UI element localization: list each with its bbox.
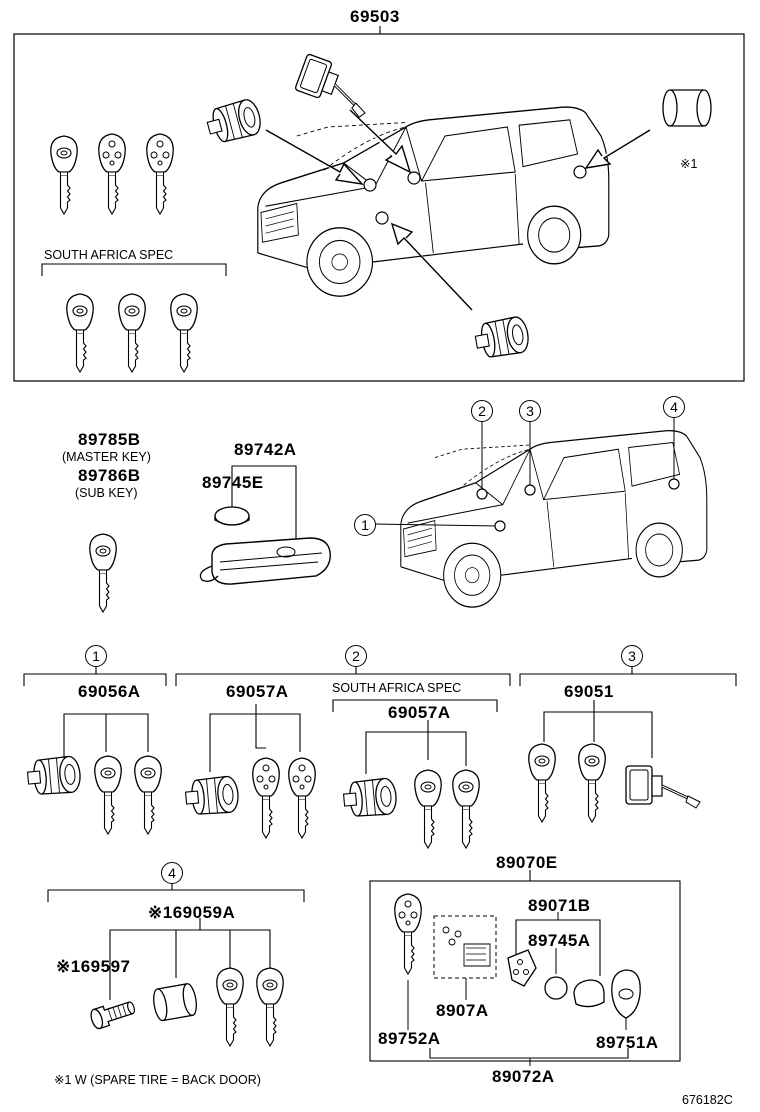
key-icon [452,769,480,849]
callout-1: 1 [354,514,376,536]
lock-cylinder-icon [472,314,532,361]
key-icon [170,293,198,373]
south-africa-spec-label: SOUTH AFRICA SPEC [44,248,174,262]
part-number-89751a: 89751A [596,1033,659,1052]
footnote: ※1 W (SPARE TIRE = BACK DOOR) [54,1073,261,1087]
part-number-89745e: 89745E [202,473,264,492]
part-number-89742a: 89742A [234,440,297,459]
key-icon [578,743,606,823]
lock-cylinder-icon [341,776,399,819]
key-icon [288,757,316,839]
master-key-label: (MASTER KEY) [62,450,151,464]
lock-cylinder-icon [25,754,83,797]
lock-cylinder-icon [183,774,241,817]
key-icon [256,967,284,1047]
part-number-89070e: 89070E [496,853,558,872]
sub-key-label: (SUB KEY) [75,486,138,500]
vehicle-suv-icon [400,429,708,608]
smart-key-fob-icon [573,979,605,1008]
part-number-69503: 69503 [350,7,400,26]
transmitter-kit-frame [369,880,681,1062]
key-icon [50,135,78,215]
group-callout-1: 1 [85,645,107,667]
part-number-89786b: 89786B [78,466,141,485]
door-latch-icon [624,764,702,810]
part-number-69056a: 69056A [78,682,141,701]
south-africa-spec-label: SOUTH AFRICA SPEC [332,681,462,695]
group-callout-3: 3 [621,645,643,667]
key-icon [216,967,244,1047]
smart-key-fob-icon [611,969,641,1019]
key-icon [94,755,122,835]
key-icon [414,769,442,849]
part-number-89785b: 89785B [78,430,141,449]
part-number-69057a-sa: 69057A [388,703,451,722]
group-callout-4: 4 [161,862,183,884]
part-number-69059a: ※169059A [148,903,236,922]
smart-key-fob-icon [199,537,331,585]
part-number-8907a: 8907A [436,1001,489,1020]
key-icon [528,743,556,823]
part-number-69597: ※169597 [56,957,131,976]
part-number-89752a: 89752A [378,1029,441,1048]
key-icon [134,755,162,835]
note-mark: ※1 [680,157,698,171]
part-number-69057a: 69057A [226,682,289,701]
key-icon [394,893,422,975]
key-icon [66,293,94,373]
part-number-89072a: 89072A [492,1067,555,1086]
key-icon [146,133,174,215]
group-callout-2: 2 [345,645,367,667]
key-icon [89,533,117,613]
smart-key-fob-icon [507,949,537,987]
part-number-89071b: 89071B [528,896,591,915]
lock-cylinder-icon [203,96,265,147]
part-number-89745a: 89745A [528,931,591,950]
top-assembly-frame [13,33,745,382]
lock-cylinder-icon [153,983,197,1022]
key-icon [98,133,126,215]
lock-cylinder-icon [90,1001,136,1030]
diagram-id: 676182C [682,1093,733,1107]
lock-cylinder-icon [662,89,712,127]
key-icon [252,757,280,839]
battery-cell-icon [214,506,250,526]
key-icon [118,293,146,373]
door-latch-icon [291,52,379,121]
callout-4: 4 [663,396,685,418]
battery-cell-icon [544,976,568,1000]
callout-3: 3 [519,400,541,422]
callout-2: 2 [471,400,493,422]
part-number-69051: 69051 [564,682,614,701]
